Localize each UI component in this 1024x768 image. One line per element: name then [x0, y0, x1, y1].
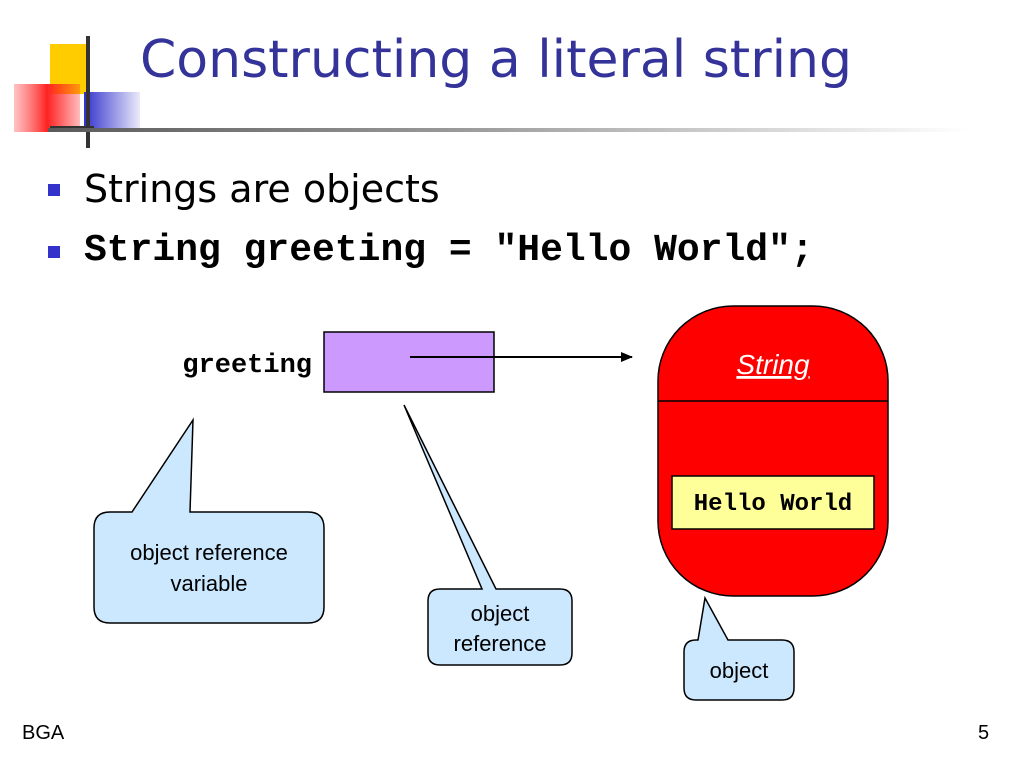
- footer-author: BGA: [22, 722, 65, 744]
- string-value: Hello World: [694, 491, 852, 518]
- bullet-square-icon: [48, 184, 60, 196]
- callout-text: reference: [454, 631, 547, 656]
- bullet-item-code: String greeting = "Hello World";: [84, 229, 814, 272]
- variable-box: [323, 331, 495, 393]
- slide-logo-decoration: [14, 36, 140, 148]
- bullet-square-icon: [48, 246, 60, 258]
- object-class-name: String: [736, 349, 810, 380]
- title-underline: [48, 128, 968, 132]
- page-title: Constructing a literal string: [140, 30, 852, 90]
- bullet-item: Strings are objects: [84, 167, 440, 211]
- page-number: 5: [978, 722, 990, 744]
- callout-object: [683, 595, 795, 701]
- callout-text: variable: [170, 571, 247, 596]
- string-value-box: [671, 475, 875, 530]
- callout-text: object: [471, 601, 530, 626]
- callout-text: object reference: [130, 540, 288, 565]
- callout-object-reference: [403, 404, 573, 666]
- callout-reference-variable: [93, 417, 325, 624]
- callout-text: object: [710, 658, 769, 683]
- variable-label: greeting: [182, 351, 312, 381]
